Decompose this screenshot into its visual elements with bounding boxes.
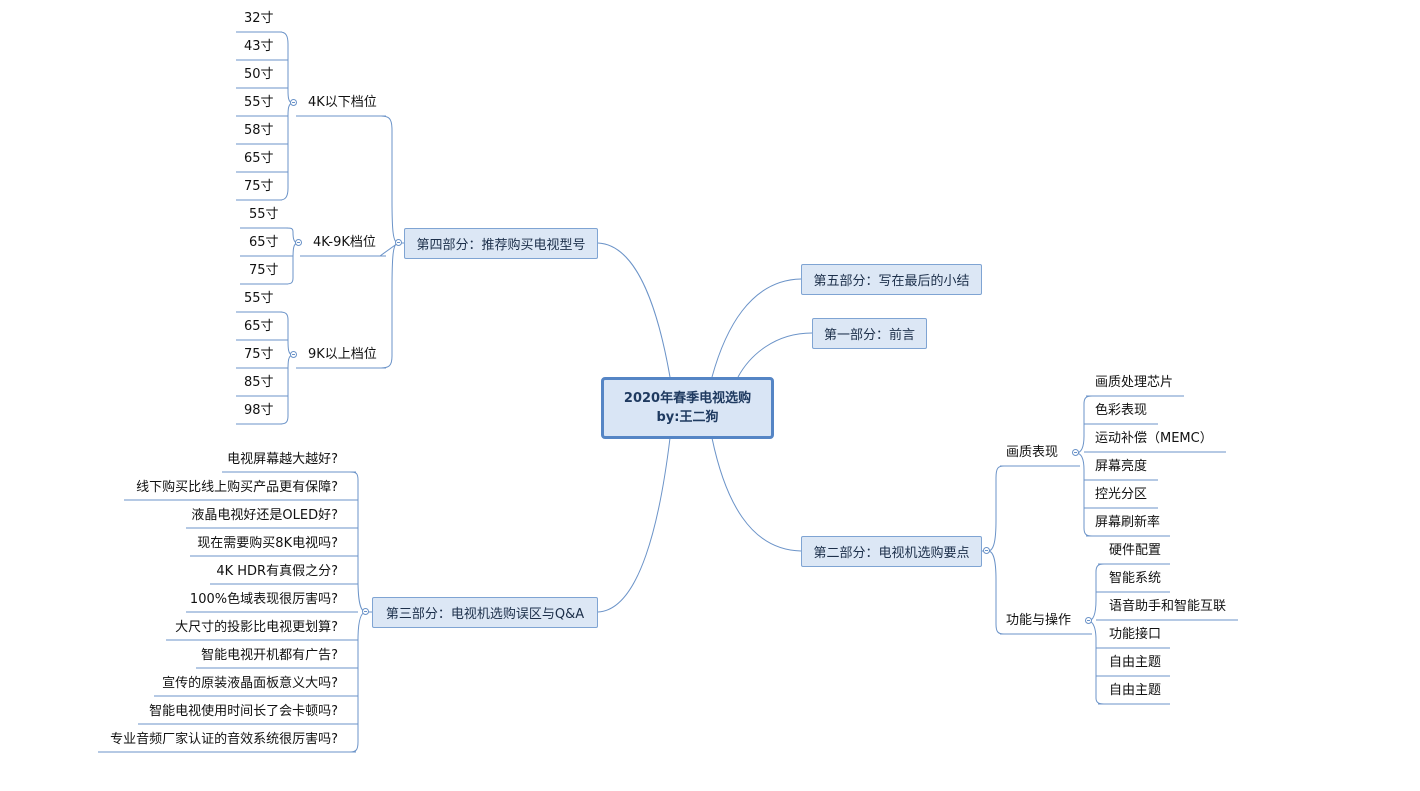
- subtopic-picture-quality[interactable]: 画质表现: [1006, 445, 1059, 460]
- leaf-item[interactable]: 75寸: [244, 347, 274, 362]
- link-center-five: [711, 278, 802, 378]
- leaf-item[interactable]: 75寸: [249, 263, 279, 278]
- branch-part-three[interactable]: 第三部分：电视机选购误区与Q&A: [372, 597, 598, 628]
- qa-item[interactable]: 100%色域表现很厉害吗?: [189, 592, 338, 607]
- leaf-item[interactable]: 硬件配置: [1109, 543, 1162, 558]
- link-center-three: [597, 437, 671, 613]
- qa-item[interactable]: 专业音频厂家认证的音效系统很厉害吗?: [110, 732, 338, 747]
- link-four-g3: [379, 242, 399, 369]
- leaf-item[interactable]: 55寸: [249, 207, 279, 222]
- link-g3-a: [279, 311, 294, 356]
- collapse-toggle-icon[interactable]: [395, 239, 402, 246]
- leaf-item[interactable]: 控光分区: [1095, 487, 1148, 502]
- leaf-item[interactable]: 43寸: [244, 39, 274, 54]
- link-g2-b: [285, 242, 299, 285]
- link-g2-a: [285, 227, 299, 244]
- leaf-item[interactable]: 50寸: [244, 67, 274, 82]
- collapse-toggle-icon[interactable]: [1072, 449, 1079, 456]
- qa-item[interactable]: 智能电视使用时间长了会卡顿吗?: [149, 704, 338, 719]
- branch-part-one-label: 第一部分：前言: [823, 328, 915, 343]
- leaf-item[interactable]: 55寸: [244, 291, 274, 306]
- link-center-one: [737, 332, 813, 378]
- subtopic-group-below-4k[interactable]: 4K以下档位: [308, 95, 377, 110]
- subtopic-group-above-9k[interactable]: 9K以上档位: [308, 347, 377, 362]
- branch-part-one[interactable]: 第一部分：前言: [812, 318, 927, 349]
- leaf-item[interactable]: 色彩表现: [1095, 403, 1148, 418]
- link-g3-b: [279, 354, 294, 425]
- collapse-toggle-icon[interactable]: [362, 608, 369, 615]
- branch-part-four[interactable]: 第四部分：推荐购买电视型号: [404, 228, 598, 259]
- qa-item[interactable]: 4K HDR有真假之分?: [216, 564, 338, 579]
- link-g1-a: [279, 31, 294, 104]
- leaf-item[interactable]: 55寸: [244, 95, 274, 110]
- link-center-four: [597, 242, 671, 378]
- leaf-item[interactable]: 85寸: [244, 375, 274, 390]
- branch-part-two[interactable]: 第二部分：电视机选购要点: [801, 536, 982, 567]
- leaf-item[interactable]: 屏幕亮度: [1095, 459, 1148, 474]
- collapse-toggle-icon[interactable]: [1085, 617, 1092, 624]
- link-center-two: [711, 437, 802, 552]
- collapse-toggle-icon[interactable]: [295, 239, 302, 246]
- link-four-g1: [379, 115, 399, 244]
- qa-item[interactable]: 电视屏幕越大越好?: [227, 452, 338, 467]
- leaf-item[interactable]: 65寸: [249, 235, 279, 250]
- branch-part-three-label: 第三部分：电视机选购误区与Q&A: [385, 607, 585, 622]
- link-three-b: [349, 611, 367, 753]
- leaf-item[interactable]: 58寸: [244, 123, 274, 138]
- leaf-item[interactable]: 65寸: [244, 319, 274, 334]
- link-two-a: [987, 465, 1005, 552]
- qa-item[interactable]: 液晶电视好还是OLED好?: [191, 508, 338, 523]
- link-g1-b: [279, 102, 294, 201]
- qa-item[interactable]: 大尺寸的投影比电视更划算?: [175, 620, 338, 635]
- leaf-item[interactable]: 功能接口: [1109, 627, 1162, 642]
- collapse-toggle-icon[interactable]: [290, 351, 297, 358]
- qa-item[interactable]: 现在需要购买8K电视吗?: [197, 536, 338, 551]
- leaf-item[interactable]: 画质处理芯片: [1095, 375, 1174, 390]
- leaf-item[interactable]: 32寸: [244, 11, 274, 26]
- leaf-item[interactable]: 75寸: [244, 179, 274, 194]
- central-topic-author: by:王二狗: [656, 410, 719, 425]
- central-topic-title: 2020年春季电视选购: [623, 391, 752, 406]
- branch-part-four-label: 第四部分：推荐购买电视型号: [416, 238, 586, 253]
- branch-part-five-label: 第五部分：写在最后的小结: [813, 274, 970, 289]
- leaf-item[interactable]: 98寸: [244, 403, 274, 418]
- subtopic-features[interactable]: 功能与操作: [1006, 613, 1072, 628]
- link-three-a: [349, 471, 367, 613]
- qa-item[interactable]: 线下购买比线上购买产品更有保障?: [136, 480, 338, 495]
- central-topic[interactable]: 2020年春季电视选购 by:王二狗: [601, 377, 774, 439]
- branch-part-five[interactable]: 第五部分：写在最后的小结: [801, 264, 982, 295]
- branch-part-two-label: 第二部分：电视机选购要点: [813, 546, 970, 561]
- leaf-item[interactable]: 运动补偿（MEMC）: [1095, 431, 1213, 446]
- link-two-b: [987, 550, 1005, 635]
- qa-item[interactable]: 智能电视开机都有广告?: [201, 648, 338, 663]
- leaf-item[interactable]: 智能系统: [1109, 571, 1162, 586]
- leaf-item[interactable]: 屏幕刷新率: [1095, 515, 1161, 530]
- qa-item[interactable]: 宣传的原装液晶面板意义大吗?: [162, 676, 338, 691]
- subtopic-group-4k-9k[interactable]: 4K-9K档位: [313, 235, 376, 250]
- leaf-item[interactable]: 65寸: [244, 151, 274, 166]
- leaf-item[interactable]: 自由主题: [1109, 683, 1162, 698]
- collapse-toggle-icon[interactable]: [290, 99, 297, 106]
- leaf-item[interactable]: 自由主题: [1109, 655, 1162, 670]
- leaf-item[interactable]: 语音助手和智能互联: [1109, 599, 1227, 614]
- collapse-toggle-icon[interactable]: [983, 547, 990, 554]
